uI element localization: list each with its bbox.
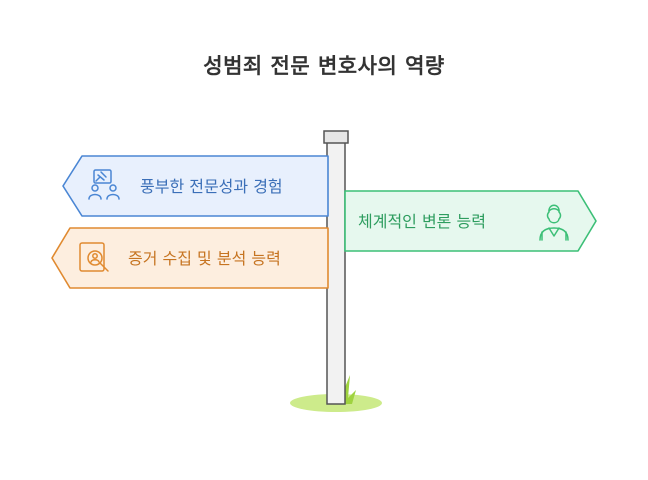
magnifier-document-icon — [79, 242, 109, 272]
sign-label-defense: 체계적인 변론 능력 — [358, 212, 486, 231]
sign-label-experience: 풍부한 전문성과 경험 — [140, 177, 283, 196]
sign-defense: 체계적인 변론 능력 — [344, 190, 597, 252]
signpost-pole — [323, 130, 349, 405]
sign-experience: 풍부한 전문성과 경험 — [62, 155, 329, 217]
people-gavel-icon — [88, 169, 120, 200]
sign-evidence: 증거 수집 및 분석 능력 — [51, 227, 329, 289]
diagram-title: 성범죄 전문 변호사의 역량 — [203, 54, 445, 78]
lawyer-person-icon — [539, 204, 569, 241]
sign-label-evidence: 증거 수집 및 분석 능력 — [128, 249, 281, 268]
